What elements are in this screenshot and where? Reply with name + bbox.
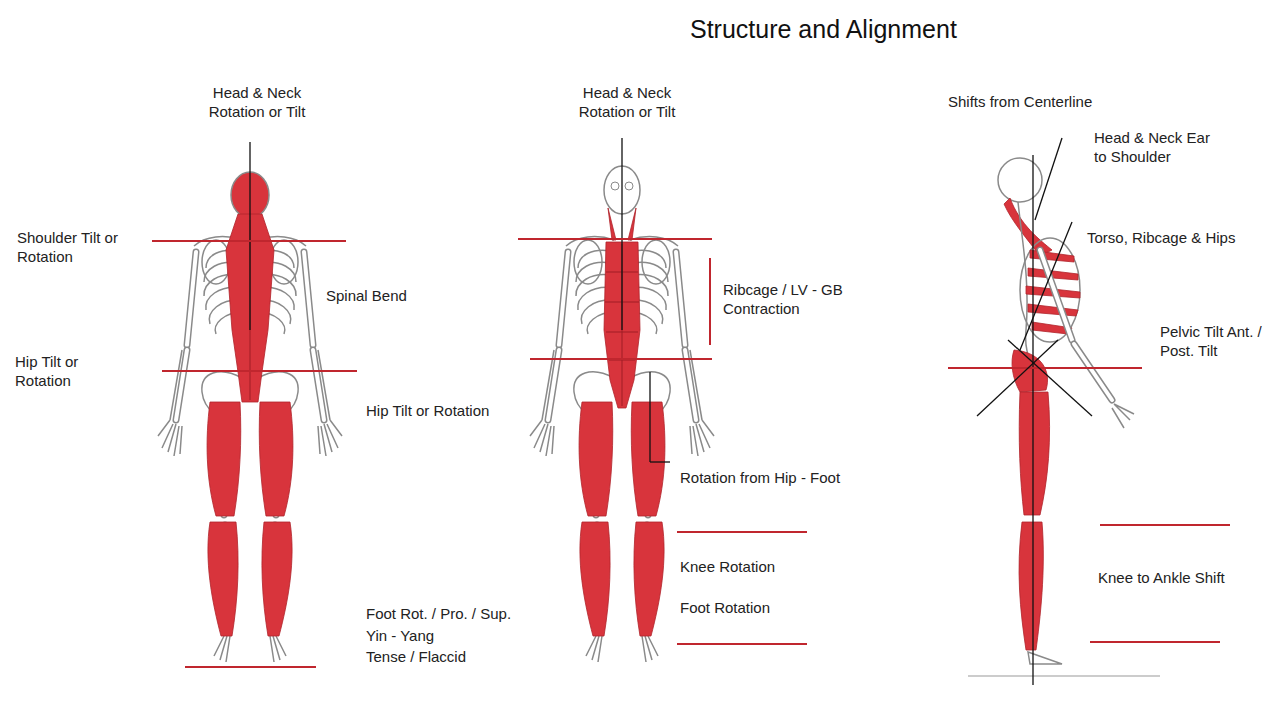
callout-label: Rotation from Hip - Foot — [680, 468, 840, 487]
callout-label: Head & Neck Rotation or Tilt — [568, 83, 686, 121]
callout-label: Foot Rot. / Pro. / Sup. — [366, 604, 511, 623]
callout-label: Head & Neck Rotation or Tilt — [198, 83, 316, 121]
callout-label: Shoulder Tilt or Rotation — [17, 228, 142, 266]
callout-label: Spinal Bend — [326, 286, 407, 305]
callout-label: Shifts from Centerline — [948, 92, 1092, 111]
callout-label: Hip Tilt or Rotation — [366, 401, 489, 420]
callout-label: Head & Neck Ear to Shoulder — [1094, 128, 1216, 166]
callout-label: Knee Rotation — [680, 557, 775, 576]
callout-label: Tense / Flaccid — [366, 647, 466, 666]
callout-label: Hip Tilt or Rotation — [15, 352, 103, 390]
callout-label: Pelvic Tilt Ant. / Post. Tilt — [1160, 322, 1274, 360]
diagram-title: Structure and Alignment — [690, 15, 957, 44]
callout-label: Foot Rotation — [680, 598, 770, 617]
callout-label: Torso, Ribcage & Hips — [1087, 228, 1235, 247]
callout-label: Yin - Yang — [366, 626, 434, 645]
callout-label: Knee to Ankle Shift — [1098, 568, 1225, 587]
callout-label: Ribcage / LV - GB Contraction — [723, 280, 863, 318]
